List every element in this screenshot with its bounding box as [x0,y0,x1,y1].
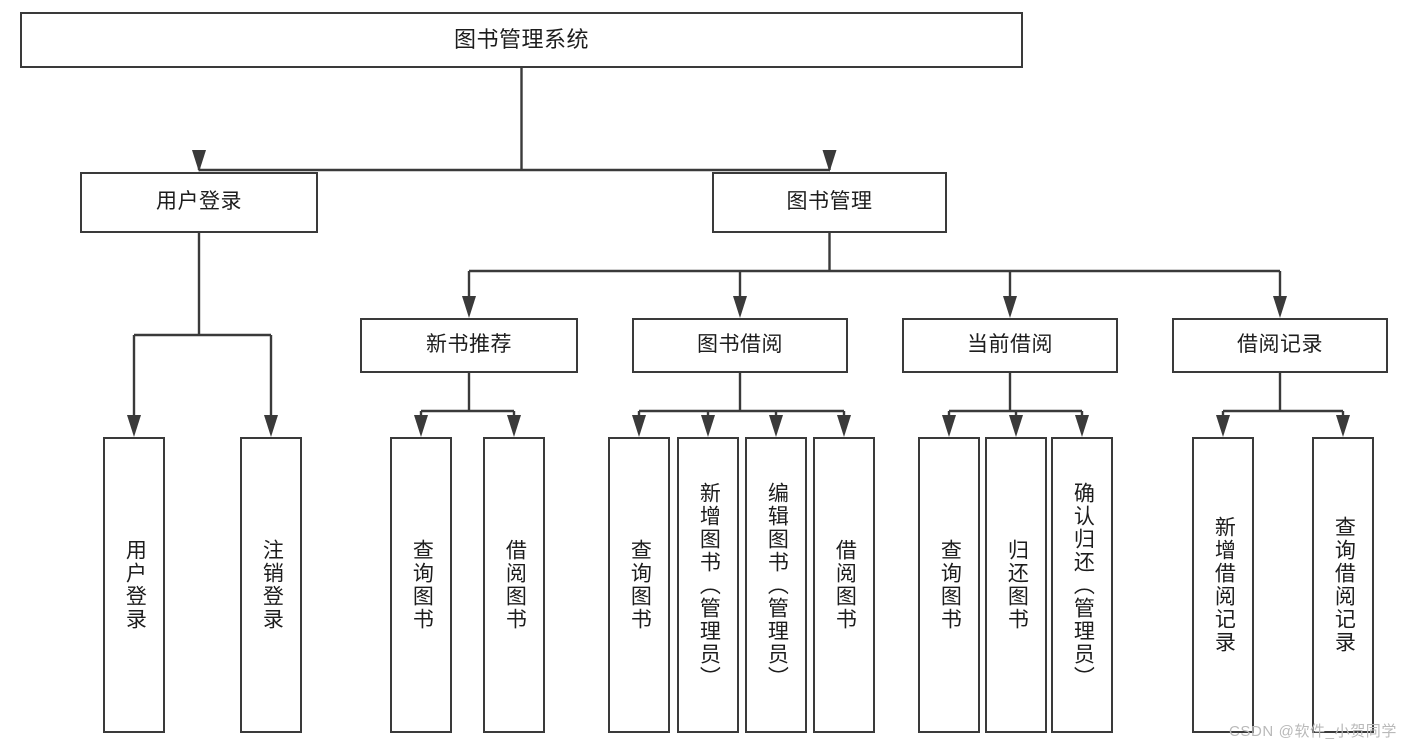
node-label: 新增图书（管理员） [697,481,721,689]
node-label: 新增借阅记录 [1212,516,1236,654]
node-current-borrow[interactable]: 当前借阅 [902,318,1118,373]
arrowhead-icon [837,415,851,437]
node-label: 借阅图书 [833,539,857,631]
arrowhead-icon [769,415,783,437]
node-leaf-query-book-1[interactable]: 查询图书 [390,437,452,733]
arrowhead-icon [733,296,747,318]
node-leaf-user-logout[interactable]: 注销登录 [240,437,302,733]
node-label: 查询借阅记录 [1332,516,1356,654]
node-leaf-query-book-2[interactable]: 查询图书 [608,437,670,733]
arrowhead-icon [414,415,428,437]
node-label: 当前借阅 [967,333,1053,357]
arrowhead-icon [192,150,206,172]
node-leaf-user-login[interactable]: 用户登录 [103,437,165,733]
node-leaf-edit-book[interactable]: 编辑图书（管理员） [745,437,807,733]
node-label: 编辑图书（管理员） [765,481,789,689]
node-leaf-borrow-book-1[interactable]: 借阅图书 [483,437,545,733]
node-label: 查询图书 [938,539,962,631]
arrowhead-icon [507,415,521,437]
node-label: 借阅记录 [1237,333,1323,357]
node-book-manage[interactable]: 图书管理 [712,172,947,233]
node-leaf-add-book[interactable]: 新增图书（管理员） [677,437,739,733]
node-label: 用户登录 [123,539,147,631]
node-leaf-confirm-return[interactable]: 确认归还（管理员） [1051,437,1113,733]
node-label: 借阅图书 [503,539,527,631]
node-leaf-borrow-book-2[interactable]: 借阅图书 [813,437,875,733]
node-leaf-query-book-3[interactable]: 查询图书 [918,437,980,733]
arrowhead-icon [1009,415,1023,437]
node-label: 查询图书 [628,539,652,631]
arrowhead-icon [632,415,646,437]
arrowhead-icon [1216,415,1230,437]
watermark-label: CSDN @软件_小贺同学 [1228,723,1397,740]
node-label: 确认归还（管理员） [1071,481,1095,689]
node-label: 图书管理系统 [453,27,589,53]
node-leaf-add-record[interactable]: 新增借阅记录 [1192,437,1254,733]
node-new-book-rec[interactable]: 新书推荐 [360,318,578,373]
arrowhead-icon [942,415,956,437]
arrowhead-icon [1075,415,1089,437]
node-book-borrow[interactable]: 图书借阅 [632,318,848,373]
node-user-login[interactable]: 用户登录 [80,172,318,233]
node-label: 归还图书 [1005,539,1029,631]
arrowhead-icon [264,415,278,437]
node-label: 新书推荐 [426,333,512,357]
node-leaf-return-book[interactable]: 归还图书 [985,437,1047,733]
node-leaf-query-record[interactable]: 查询借阅记录 [1312,437,1374,733]
node-borrow-record[interactable]: 借阅记录 [1172,318,1388,373]
node-label: 用户登录 [156,190,242,214]
arrowhead-icon [127,415,141,437]
node-label: 查询图书 [410,539,434,631]
arrowhead-icon [822,150,837,172]
node-label: 图书管理 [786,190,873,214]
arrowhead-icon [1273,296,1287,318]
arrowhead-icon [1336,415,1350,437]
arrowhead-icon [462,296,476,318]
arrowhead-icon [701,415,715,437]
node-label: 注销登录 [260,539,284,631]
arrowhead-icon [1003,296,1017,318]
node-root[interactable]: 图书管理系统 [20,12,1023,68]
node-label: 图书借阅 [697,333,783,357]
